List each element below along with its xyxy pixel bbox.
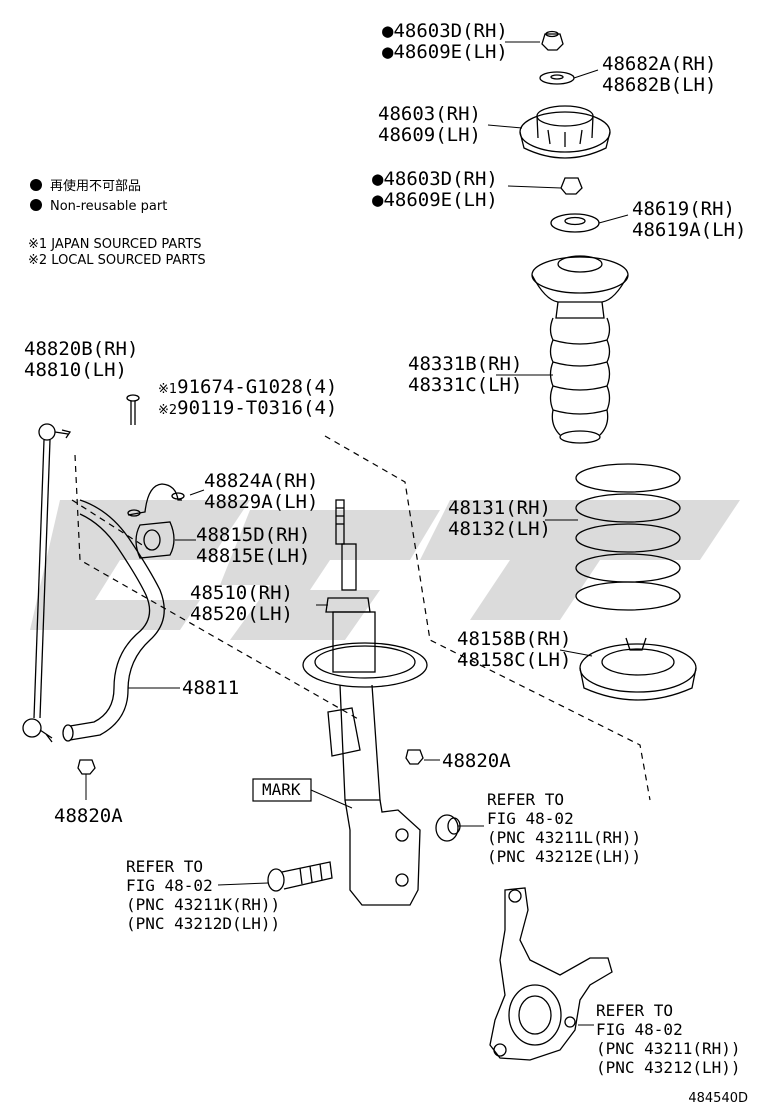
- spring-insulator-part[interactable]: [579, 637, 697, 701]
- label-ref-knuckle-lh[interactable]: (PNC 43212(LH)): [596, 1058, 741, 1077]
- label-bearing-lh[interactable]: 48619A(LH): [632, 219, 746, 241]
- label-bushing-rh[interactable]: 48815D(RH): [196, 524, 310, 546]
- shock-absorber-part[interactable]: [302, 499, 428, 906]
- knuckle-bolt-part[interactable]: [267, 861, 333, 892]
- label-bearing-rh[interactable]: 48619(RH): [632, 198, 735, 220]
- steering-knuckle-part[interactable]: [489, 887, 613, 1061]
- bracket-bolt-part[interactable]: [126, 394, 140, 425]
- label-bump-lh[interactable]: 48331C(LH): [408, 374, 522, 396]
- label-ref-bolt-title[interactable]: REFER TO: [126, 857, 203, 876]
- link-nut-right-part[interactable]: [405, 749, 424, 765]
- dust-boot-part[interactable]: [531, 255, 629, 444]
- svg-text:●48609E(LH): ●48609E(LH): [382, 41, 508, 63]
- label-bump-rh[interactable]: 48331B(RH): [408, 353, 522, 375]
- label-bracket-lh[interactable]: 48829A(LH): [204, 491, 318, 513]
- svg-text:●48603D(RH): ●48603D(RH): [372, 168, 498, 190]
- bearing-part[interactable]: [550, 213, 600, 233]
- svg-text:※191674-G1028(4): ※191674-G1028(4): [158, 376, 337, 398]
- label-ref-nut-lh[interactable]: (PNC 43212E(LH)): [487, 847, 641, 866]
- label-ref-knuckle-rh[interactable]: (PNC 43211(RH)): [596, 1039, 741, 1058]
- legend-mark2: ※2: [158, 403, 177, 418]
- label-ref-nut-rh[interactable]: (PNC 43211L(RH)): [487, 828, 641, 847]
- upper-support-mount-part[interactable]: [519, 105, 611, 159]
- label-washer-top-rh[interactable]: 48682A(RH): [602, 53, 716, 75]
- label-ref-bolt-rh[interactable]: (PNC 43211K(RH)): [126, 895, 280, 914]
- top-washer-part[interactable]: [539, 71, 575, 85]
- assembly-outline: [71, 435, 651, 801]
- label-ref-knuckle-fig[interactable]: FIG 48-02: [596, 1020, 683, 1039]
- stabilizer-bracket-part[interactable]: [127, 483, 185, 517]
- label-link-rh[interactable]: 48820B(RH): [24, 338, 138, 360]
- link-nut-left-part[interactable]: [77, 759, 96, 775]
- legend: 再使用不可部品 Non-reusable part ※1 JAPAN SOURC…: [28, 178, 206, 268]
- label-spring-lh[interactable]: 48132(LH): [448, 518, 551, 540]
- label-nut-link-left[interactable]: 48820A: [54, 805, 123, 827]
- label-nut-top-rh[interactable]: 48603D(RH): [393, 20, 507, 42]
- label-ref-nut-fig[interactable]: FIG 48-02: [487, 809, 574, 828]
- legend-note1: ※1 JAPAN SOURCED PARTS: [28, 237, 202, 252]
- label-ref-nut-title[interactable]: REFER TO: [487, 790, 564, 809]
- label-stabilizer-bar[interactable]: 48811: [182, 677, 239, 699]
- label-nut-top-lh[interactable]: 48609E(LH): [393, 41, 507, 63]
- label-bracket-rh[interactable]: 48824A(RH): [204, 470, 318, 492]
- legend-en: Non-reusable part: [50, 199, 167, 214]
- bullet-icon: [30, 179, 42, 191]
- legend-mark1: ※1: [158, 382, 177, 397]
- bullet-icon: ●: [382, 41, 394, 63]
- watermark-logo: [30, 500, 740, 640]
- label-mount-lh[interactable]: 48609(LH): [378, 124, 481, 146]
- top-nut-part[interactable]: [541, 30, 564, 51]
- coil-spring-part[interactable]: [575, 463, 681, 611]
- label-link-lh[interactable]: 48810(LH): [24, 359, 127, 381]
- label-mark[interactable]: MARK: [262, 780, 301, 799]
- bullet-icon: ●: [372, 168, 384, 190]
- label-strut-lh[interactable]: 48520(LH): [190, 603, 293, 625]
- label-ref-knuckle-title[interactable]: REFER TO: [596, 1001, 673, 1020]
- label-washer-top-lh[interactable]: 48682B(LH): [602, 74, 716, 96]
- label-nut-mid-lh[interactable]: 48609E(LH): [383, 189, 497, 211]
- knuckle-nut-part[interactable]: [435, 814, 461, 842]
- legend-note2: ※2 LOCAL SOURCED PARTS: [28, 253, 206, 268]
- label-bolt-1[interactable]: 91674-G1028(4): [177, 376, 337, 398]
- label-ref-bolt-fig[interactable]: FIG 48-02: [126, 876, 213, 895]
- bullet-icon: [30, 199, 42, 211]
- stabilizer-bushing-part[interactable]: [135, 521, 175, 559]
- label-insulator-lh[interactable]: 48158C(LH): [457, 649, 571, 671]
- label-nut-link-right[interactable]: 48820A: [442, 750, 511, 772]
- label-spring-rh[interactable]: 48131(RH): [448, 497, 551, 519]
- bullet-icon: ●: [372, 189, 384, 211]
- label-bolt-2[interactable]: 90119-T0316(4): [177, 397, 337, 419]
- svg-text:※290119-T0316(4): ※290119-T0316(4): [158, 397, 337, 419]
- label-nut-mid-rh[interactable]: 48603D(RH): [383, 168, 497, 190]
- mid-nut-part[interactable]: [560, 177, 583, 195]
- svg-text:●48609E(LH): ●48609E(LH): [372, 189, 498, 211]
- stabilizer-link-part[interactable]: [22, 423, 72, 743]
- bullet-icon: ●: [382, 20, 394, 42]
- label-insulator-rh[interactable]: 48158B(RH): [457, 628, 571, 650]
- svg-text:●48603D(RH): ●48603D(RH): [382, 20, 508, 42]
- legend-jp: 再使用不可部品: [50, 178, 141, 194]
- label-strut-rh[interactable]: 48510(RH): [190, 582, 293, 604]
- stabilizer-bar-part[interactable]: [62, 499, 165, 742]
- label-mount-rh[interactable]: 48603(RH): [378, 103, 481, 125]
- label-bushing-lh[interactable]: 48815E(LH): [196, 545, 310, 567]
- label-ref-bolt-lh[interactable]: (PNC 43212D(LH)): [126, 914, 280, 933]
- diagram-code: 484540D: [688, 1091, 748, 1106]
